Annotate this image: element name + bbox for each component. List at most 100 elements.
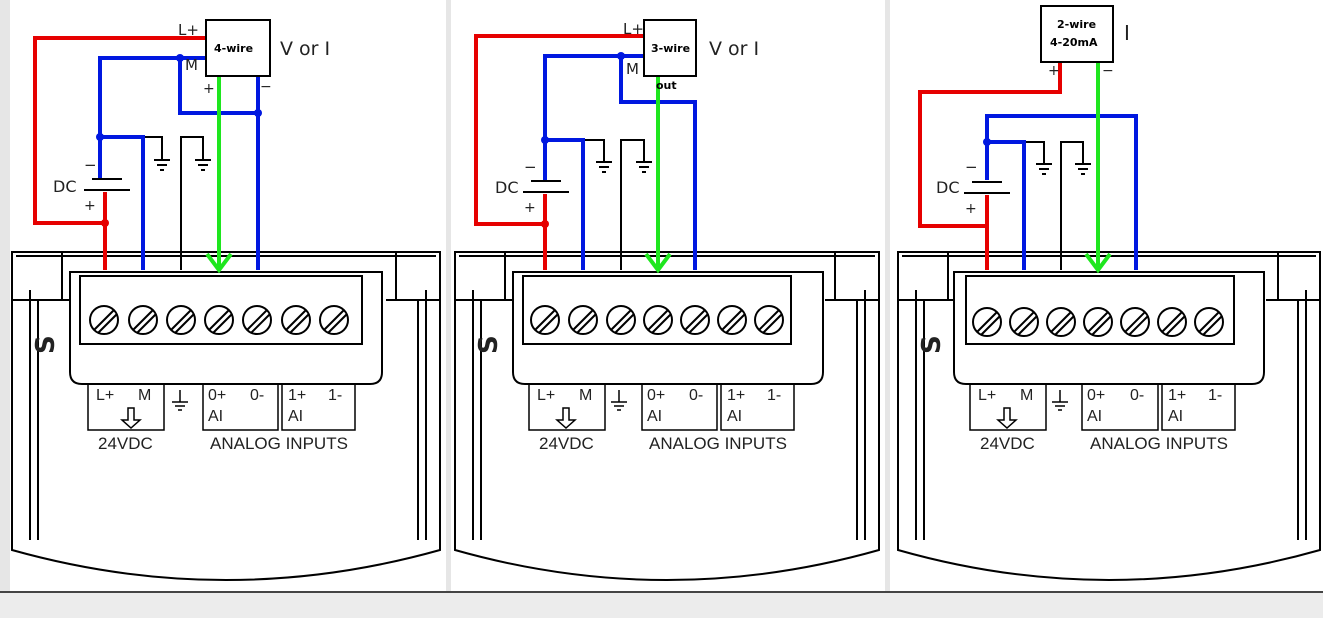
signal-label: V or I	[709, 38, 759, 60]
screw-terminal-1	[972, 307, 1002, 337]
supply-label: 24VDC	[980, 434, 1035, 453]
sensor-device-box	[643, 19, 697, 77]
red-wire	[918, 62, 1062, 270]
wiring-diagram-4-wire: L+ M 0+ 0- AI 1+ 1- AI 24VDC ANALOG INPU…	[11, 19, 441, 581]
terminal-label-m: M	[1020, 387, 1033, 404]
terminal-label-m: M	[579, 387, 592, 404]
screw-terminal-4	[1083, 307, 1113, 337]
blue-wire	[985, 114, 1138, 270]
terminal-label-0minus: 0-	[1130, 387, 1144, 404]
screw-terminal-1	[530, 305, 560, 335]
terminal-label-0plus: 0+	[647, 387, 665, 404]
terminal-label-lplus: L+	[96, 387, 114, 404]
blue-junction-1	[96, 133, 104, 141]
screw-terminal-4	[643, 305, 673, 335]
terminal-screws	[530, 305, 784, 335]
supply-label: 24VDC	[98, 434, 153, 453]
screw-terminal-6	[1157, 307, 1187, 337]
wiring-diagram-2-wire: L+ M 0+ 0- AI 1+ 1- AI 24VDC ANALOG INPU…	[897, 5, 1321, 581]
signal-label: V or I	[280, 38, 330, 60]
red-junction	[541, 220, 549, 228]
terminal-label-1plus: 1+	[727, 387, 745, 404]
terminal-label-lplus: L+	[537, 387, 555, 404]
screw-terminal-1	[89, 305, 119, 335]
dc-plus-label: +	[84, 198, 96, 214]
terminal-label-1minus: 1-	[1208, 387, 1222, 404]
dc-label: DC	[53, 177, 77, 196]
blue-wire	[98, 56, 260, 270]
green-wire	[1084, 62, 1112, 274]
terminal-label-ai1: AI	[727, 408, 742, 425]
red-wire	[474, 34, 645, 270]
chassis-ground-symbol	[611, 390, 627, 411]
device-label: 2-wire	[1057, 18, 1096, 31]
screw-terminal-3	[606, 305, 636, 335]
screw-terminal-7	[1194, 307, 1224, 337]
dc-plus-label: +	[524, 200, 536, 216]
signal-label: I	[1124, 21, 1130, 45]
device-term-m: M	[626, 60, 639, 78]
siemens-logo: S	[31, 335, 61, 354]
terminal-screws	[89, 305, 349, 335]
terminal-label-ai1: AI	[1168, 408, 1183, 425]
screw-terminal-5	[1120, 307, 1150, 337]
device-term-plus: +	[203, 81, 215, 97]
terminal-screws	[972, 307, 1224, 337]
red-junction	[101, 219, 109, 227]
panel-4-wire: L+ M 0+ 0- AI 1+ 1- AI 24VDC ANALOG INPU…	[10, 0, 446, 591]
terminal-label-1plus: 1+	[288, 387, 306, 404]
blue-junction-1	[983, 138, 991, 146]
plc-module	[11, 251, 441, 581]
analog-inputs-label: ANALOG INPUTS	[210, 434, 348, 453]
terminal-label-lplus: L+	[978, 387, 996, 404]
ground-symbols	[143, 136, 211, 270]
chassis-ground-symbol	[172, 390, 188, 411]
dc-source	[964, 181, 1010, 194]
screw-terminal-7	[319, 305, 349, 335]
device-term-out: out	[656, 79, 677, 92]
dc-plus-label: +	[965, 201, 977, 217]
screw-terminal-3	[1046, 307, 1076, 337]
screw-terminal-2	[1009, 307, 1039, 337]
chassis-ground-symbol	[1052, 390, 1068, 411]
screw-terminal-4	[204, 305, 234, 335]
dc-label: DC	[936, 178, 960, 197]
dc-minus-label: −	[524, 158, 537, 176]
sensor-device-box	[1040, 5, 1114, 63]
terminal-label-0plus: 0+	[208, 387, 226, 404]
screw-terminal-6	[281, 305, 311, 335]
panel-2-wire: L+ M 0+ 0- AI 1+ 1- AI 24VDC ANALOG INPU…	[890, 0, 1323, 591]
terminal-label-m: M	[138, 387, 151, 404]
blue-junction-2	[617, 52, 625, 60]
dc-label: DC	[495, 178, 519, 197]
terminal-label-1minus: 1-	[328, 387, 342, 404]
dc-source	[84, 178, 130, 191]
siemens-logo: S	[917, 335, 947, 354]
terminal-label-ai0: AI	[647, 408, 662, 425]
plc-module	[897, 251, 1321, 581]
blue-junction-2	[176, 54, 184, 62]
ground-symbols	[1024, 141, 1091, 270]
dc-source	[523, 180, 569, 193]
red-wire	[33, 36, 210, 270]
sensor-device-box	[205, 19, 271, 77]
terminal-label-frames	[969, 385, 1236, 431]
screw-terminal-6	[717, 305, 747, 335]
terminal-label-ai0: AI	[208, 408, 223, 425]
screw-terminal-7	[754, 305, 784, 335]
screw-terminal-2	[128, 305, 158, 335]
device-term-lplus: L+	[623, 20, 644, 38]
ground-symbols	[583, 139, 652, 270]
terminal-label-ai0: AI	[1087, 408, 1102, 425]
terminal-label-0minus: 0-	[250, 387, 264, 404]
siemens-logo: S	[474, 335, 504, 354]
wiring-diagram-3-wire: L+ M 0+ 0- AI 1+ 1- AI 24VDC ANALOG INPU…	[454, 19, 880, 581]
screw-terminal-3	[166, 305, 196, 335]
device-label: 3-wire	[651, 42, 690, 55]
device-term-m: M	[185, 56, 198, 74]
device-label-2: 4-20mA	[1050, 36, 1098, 49]
green-wire	[205, 75, 233, 274]
blue-junction-3	[254, 109, 262, 117]
bottom-strip	[0, 591, 1323, 618]
blue-junction-1	[541, 136, 549, 144]
